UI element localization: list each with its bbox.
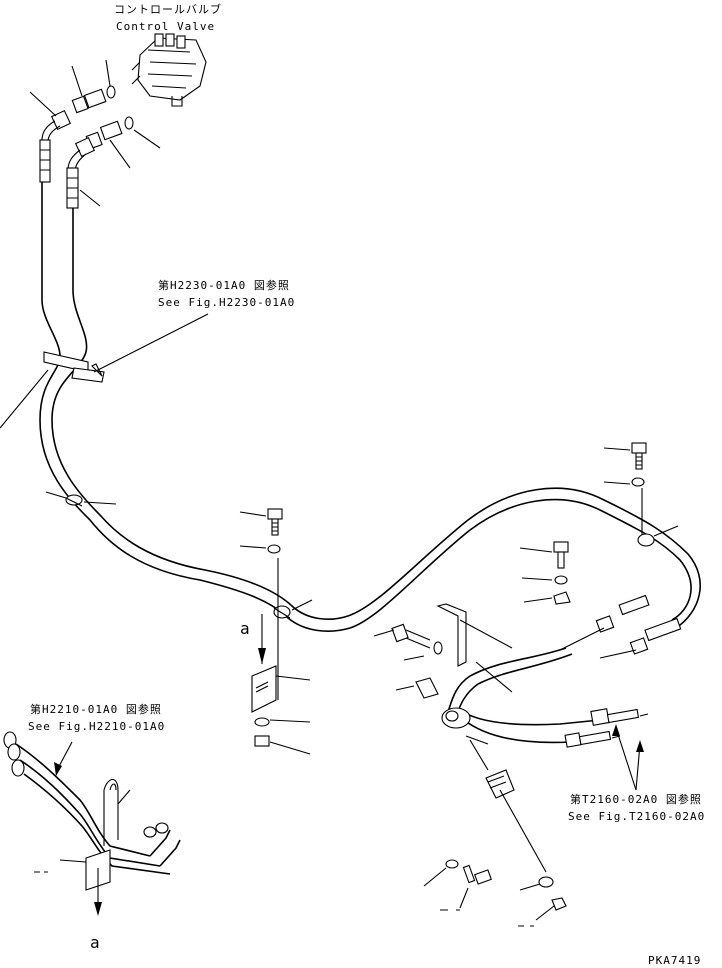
ref-h2210-label-jp: 第H2210-01A0 図参照 [30,702,162,716]
leader-band [0,369,49,429]
control-valve-label-jp: コントロールバルブ [114,2,222,16]
hose-clamp-left [45,491,117,507]
ref-t2160-arrows [612,724,644,791]
ref-t2160-label-jp: 第T2160-02A0 図参照 [570,792,702,806]
valve-fittings [50,85,134,158]
pipe-assembly-left [3,731,181,891]
ref-h2230-label-jp: 第H2230-01A0 図参照 [158,278,290,292]
marker-a-top: a [240,619,250,638]
ref-t2160-label-en: See Fig.T2160-02A0 [568,810,705,823]
clip-lower-right [395,677,547,873]
ref-h2210-label-en: See Fig.H2210-01A0 [28,720,165,733]
pipe-assembly [441,647,649,748]
bolt-bottom-right [423,859,567,927]
hose-clamp-center [273,558,313,700]
hose-band [43,351,105,383]
control-valve [131,33,207,107]
main-hose [39,182,701,632]
drawing-code: PKA7419 [648,954,701,967]
hose-ends [39,120,87,209]
ref-h2230-label-en: See Fig.H2230-01A0 [158,296,295,309]
bracket-right [373,603,467,667]
valve-leaders [29,59,161,207]
control-valve-label-en: Control Valve [116,20,215,33]
leader-ref-h2230 [93,313,209,373]
bolt-right [603,442,679,547]
pipe-leaders [459,619,513,745]
hose-fittings-right [559,594,682,659]
plate-center [251,665,311,755]
marker-a-bottom: a [90,933,100,952]
bolt-center [239,508,283,554]
bolt-mid-right [519,541,571,605]
